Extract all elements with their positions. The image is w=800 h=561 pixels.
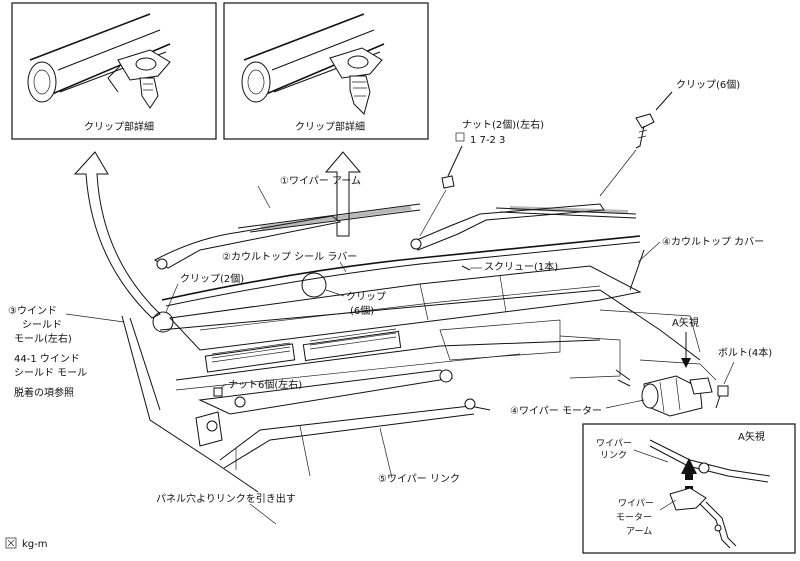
label-ref-1: 44-1 ウインド [14, 353, 80, 365]
label-wiper-motor: ④ワイパー モーター [510, 405, 602, 417]
detail-arrow-left [73, 151, 161, 319]
wiper-motor: ④ワイパー モーター [510, 369, 713, 417]
cowl-seal-rubber: ②カウルトップ シール ラバー [161, 235, 641, 307]
clip-callouts: クリップ(2個) クリップ (6個) スクリュー(1本) [152, 260, 558, 333]
detail-arrow-right [324, 151, 362, 237]
label-clip-2: クリップ(2個) [180, 272, 244, 285]
torque-unit: kg-m [22, 539, 48, 550]
molding-labels: ③ウインド シールド モール(左右) 44-1 ウインド シールド モール 脱着… [8, 305, 125, 399]
label-nut-torque: 1 7-2 3 [470, 135, 505, 146]
wiper-link: ⑤ワイパー リンク パネル穴よりリンクを引き出す [156, 369, 491, 525]
label-bolt: ボルト(4本) [718, 346, 772, 359]
nut-six: ナット6個(左右) [213, 378, 302, 397]
label-screw: スクリュー(1本) [484, 260, 558, 273]
label-molding-1: ③ウインド [8, 305, 57, 317]
inset-link-2: リンク [600, 450, 627, 461]
label-nut-top: ナット(2個)(左右) [462, 118, 544, 131]
label-a-view: A矢視 [672, 316, 699, 329]
label-molding-3: モール(左右) [14, 332, 72, 345]
label-clip-top: クリップ(6個) [676, 78, 740, 91]
detail-left-caption: クリップ部詳細 [84, 120, 154, 133]
detail-right-caption: クリップ部詳細 [295, 120, 365, 133]
nut-top-part: ナット(2個)(左右) 1 7-2 3 [419, 118, 544, 237]
label-wiper-link: ⑤ワイパー リンク [378, 473, 460, 485]
label-clip-6-b: (6個) [350, 304, 374, 317]
label-molding-2: シールド [22, 320, 62, 331]
label-cowl-cover: ④カウルトップ カバー [662, 236, 764, 248]
label-pull-link: パネル穴よりリンクを引き出す [156, 492, 296, 505]
label-ref-2: シールド モール [14, 368, 87, 379]
a-view-callout: A矢視 ボルト(4本) [672, 316, 772, 409]
inset-motor-1: ワイパー [618, 498, 654, 509]
label-ref-3: 脱着の項参照 [14, 386, 74, 399]
clip-detail-left: クリップ部詳細 [11, 2, 217, 140]
label-clip-6-a: クリップ [346, 291, 386, 303]
wiper-arm: ①ワイパー アーム [153, 175, 637, 270]
inset-motor-3: アーム [626, 526, 652, 537]
torque-legend: kg-m [5, 537, 48, 550]
label-nut-6: ナット6個(左右) [228, 378, 302, 391]
a-view-inset: A矢視 ワイパー リンク ワイパー モーター アーム [582, 423, 796, 554]
label-cowl-seal: ②カウルトップ シール ラバー [222, 251, 357, 263]
inset-motor-2: モーター [616, 512, 652, 523]
inset-title: A矢視 [738, 430, 765, 443]
clip-detail-right: クリップ部詳細 [223, 2, 429, 140]
body-panel [121, 289, 717, 493]
inset-link-1: ワイパー [596, 438, 632, 449]
label-wiper-arm: ①ワイパー アーム [280, 175, 361, 187]
clip-top-part: クリップ(6個) [599, 78, 740, 197]
